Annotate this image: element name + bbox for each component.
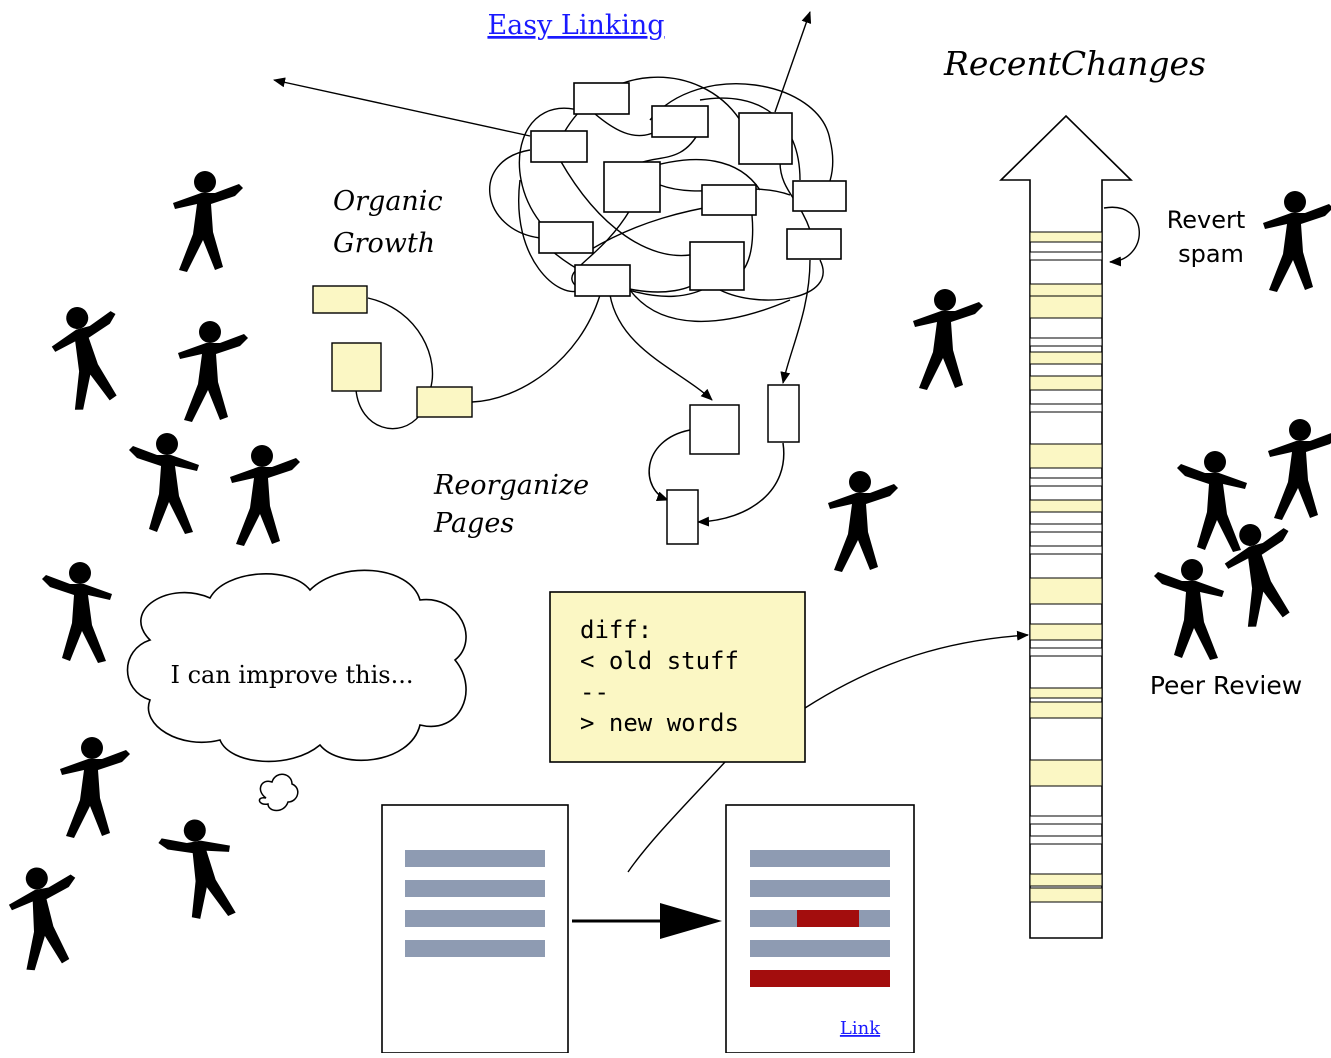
person-icon — [155, 814, 242, 926]
diff-line: diff: — [580, 616, 652, 644]
text-line — [750, 850, 890, 867]
text-line — [405, 850, 545, 867]
person-icon — [828, 471, 898, 572]
recent-changes-arrow — [999, 114, 1140, 939]
yellow-page — [312, 285, 368, 314]
wiki-page-node — [689, 241, 745, 291]
wiki-page-node — [574, 264, 631, 297]
text-line — [750, 940, 890, 957]
wiki-page-node — [792, 180, 847, 212]
person-icon — [913, 289, 983, 390]
person-icon — [3, 861, 90, 973]
person-icon — [1263, 191, 1331, 292]
wiki-page-node — [786, 228, 842, 260]
diff-line: -- — [580, 678, 609, 706]
wiki-page-node — [530, 130, 588, 163]
link-arrow-up — [774, 11, 812, 113]
page-box — [767, 384, 800, 443]
text-line — [405, 880, 545, 897]
revert-spam-label: Revert — [1167, 206, 1246, 234]
peer-review-label: Peer Review — [1150, 671, 1302, 700]
easy-linking-link[interactable]: Easy Linking — [487, 10, 664, 41]
page-after — [725, 804, 915, 1054]
person-icon — [230, 445, 300, 546]
organic-growth-label: Organic — [333, 186, 443, 217]
page-box — [666, 489, 699, 545]
person-icon — [129, 433, 199, 534]
person-icon — [1268, 419, 1331, 520]
person-icon — [173, 171, 243, 272]
reorganize-label: Reorganize — [433, 470, 589, 501]
person-icon — [1154, 559, 1224, 660]
person-icon — [60, 737, 130, 838]
wiki-page-node — [538, 221, 594, 254]
page-network — [273, 11, 847, 403]
person-icon — [43, 297, 138, 414]
text-line — [405, 940, 545, 957]
wiki-page-node — [573, 82, 630, 115]
page-before — [381, 804, 569, 1054]
page-link[interactable]: Link — [840, 1018, 881, 1039]
person-icon — [1177, 451, 1247, 552]
reorganized-pages — [648, 384, 800, 545]
thought-cloud: I can improve this... — [126, 569, 467, 812]
diff-line: > new words — [580, 709, 739, 737]
organic-growth-pages — [312, 285, 473, 430]
yellow-page — [416, 386, 473, 418]
recent-changes-title: RecentChanges — [943, 44, 1206, 83]
edited-text — [797, 910, 859, 927]
page-box — [689, 404, 740, 455]
reorganize-label: Pages — [433, 508, 514, 539]
wiki-page-node — [603, 161, 661, 213]
yellow-page — [331, 342, 382, 392]
diff-line: < old stuff — [580, 647, 739, 675]
revert-spam-label: spam — [1178, 240, 1244, 268]
diff-note: diff: < old stuff -- > new words — [549, 591, 1029, 873]
text-line — [750, 880, 890, 897]
page-edit: Link — [381, 804, 915, 1054]
text-line — [405, 910, 545, 927]
added-text — [750, 970, 890, 987]
person-icon — [178, 321, 248, 422]
wiki-page-node — [651, 105, 709, 138]
change-log-stripes — [1029, 231, 1103, 903]
wiki-page-node — [701, 184, 757, 216]
person-icon — [42, 562, 112, 663]
thought-text: I can improve this... — [170, 661, 413, 689]
organic-growth-label: Growth — [333, 228, 435, 259]
wiki-page-node — [738, 112, 793, 165]
link-arrow-left — [273, 77, 531, 137]
